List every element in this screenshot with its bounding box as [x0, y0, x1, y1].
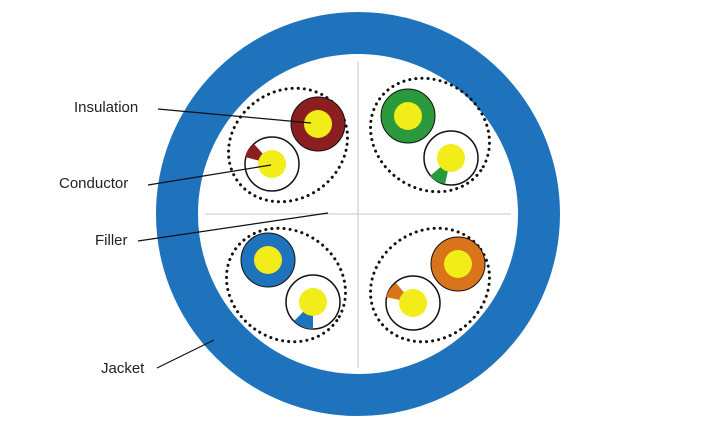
jacket-label: Jacket	[101, 360, 145, 377]
conductor-white-green	[437, 144, 465, 172]
wire-solid-blue	[240, 232, 296, 288]
conductor-blue	[254, 246, 282, 274]
wire-solid-green	[380, 88, 436, 144]
conductor-orange	[444, 250, 472, 278]
twisted-pair-orange	[369, 226, 491, 344]
conductor-white-brown	[258, 150, 286, 178]
conductor-green	[394, 102, 422, 130]
twisted-pair-blue	[225, 226, 347, 344]
callout-leaders	[137, 108, 329, 369]
wire-striped-green	[423, 130, 479, 186]
filler-leader-line	[137, 212, 329, 242]
filler-label: Filler	[95, 232, 128, 249]
conductor-white-orange	[399, 289, 427, 317]
pair-boundary-green	[369, 76, 491, 194]
pair-boundary-blue	[225, 226, 347, 344]
filler-cross	[205, 62, 511, 368]
wire-striped-orange	[385, 275, 441, 331]
conductor-label: Conductor	[59, 175, 128, 192]
conductor-leader-line	[147, 164, 272, 186]
wire-striped-brown	[244, 136, 300, 192]
twisted-pair-green	[369, 76, 491, 194]
wire-solid-brown	[290, 96, 346, 152]
conductor-white-blue	[299, 288, 327, 316]
wire-solid-orange	[430, 236, 486, 292]
jacket-leader-line	[156, 339, 215, 369]
wire-striped-blue	[285, 274, 341, 330]
insulation-label: Insulation	[74, 99, 138, 116]
twisted-pair-brown	[227, 86, 349, 204]
conductor-brown	[304, 110, 332, 138]
insulation-leader-line	[157, 108, 312, 124]
